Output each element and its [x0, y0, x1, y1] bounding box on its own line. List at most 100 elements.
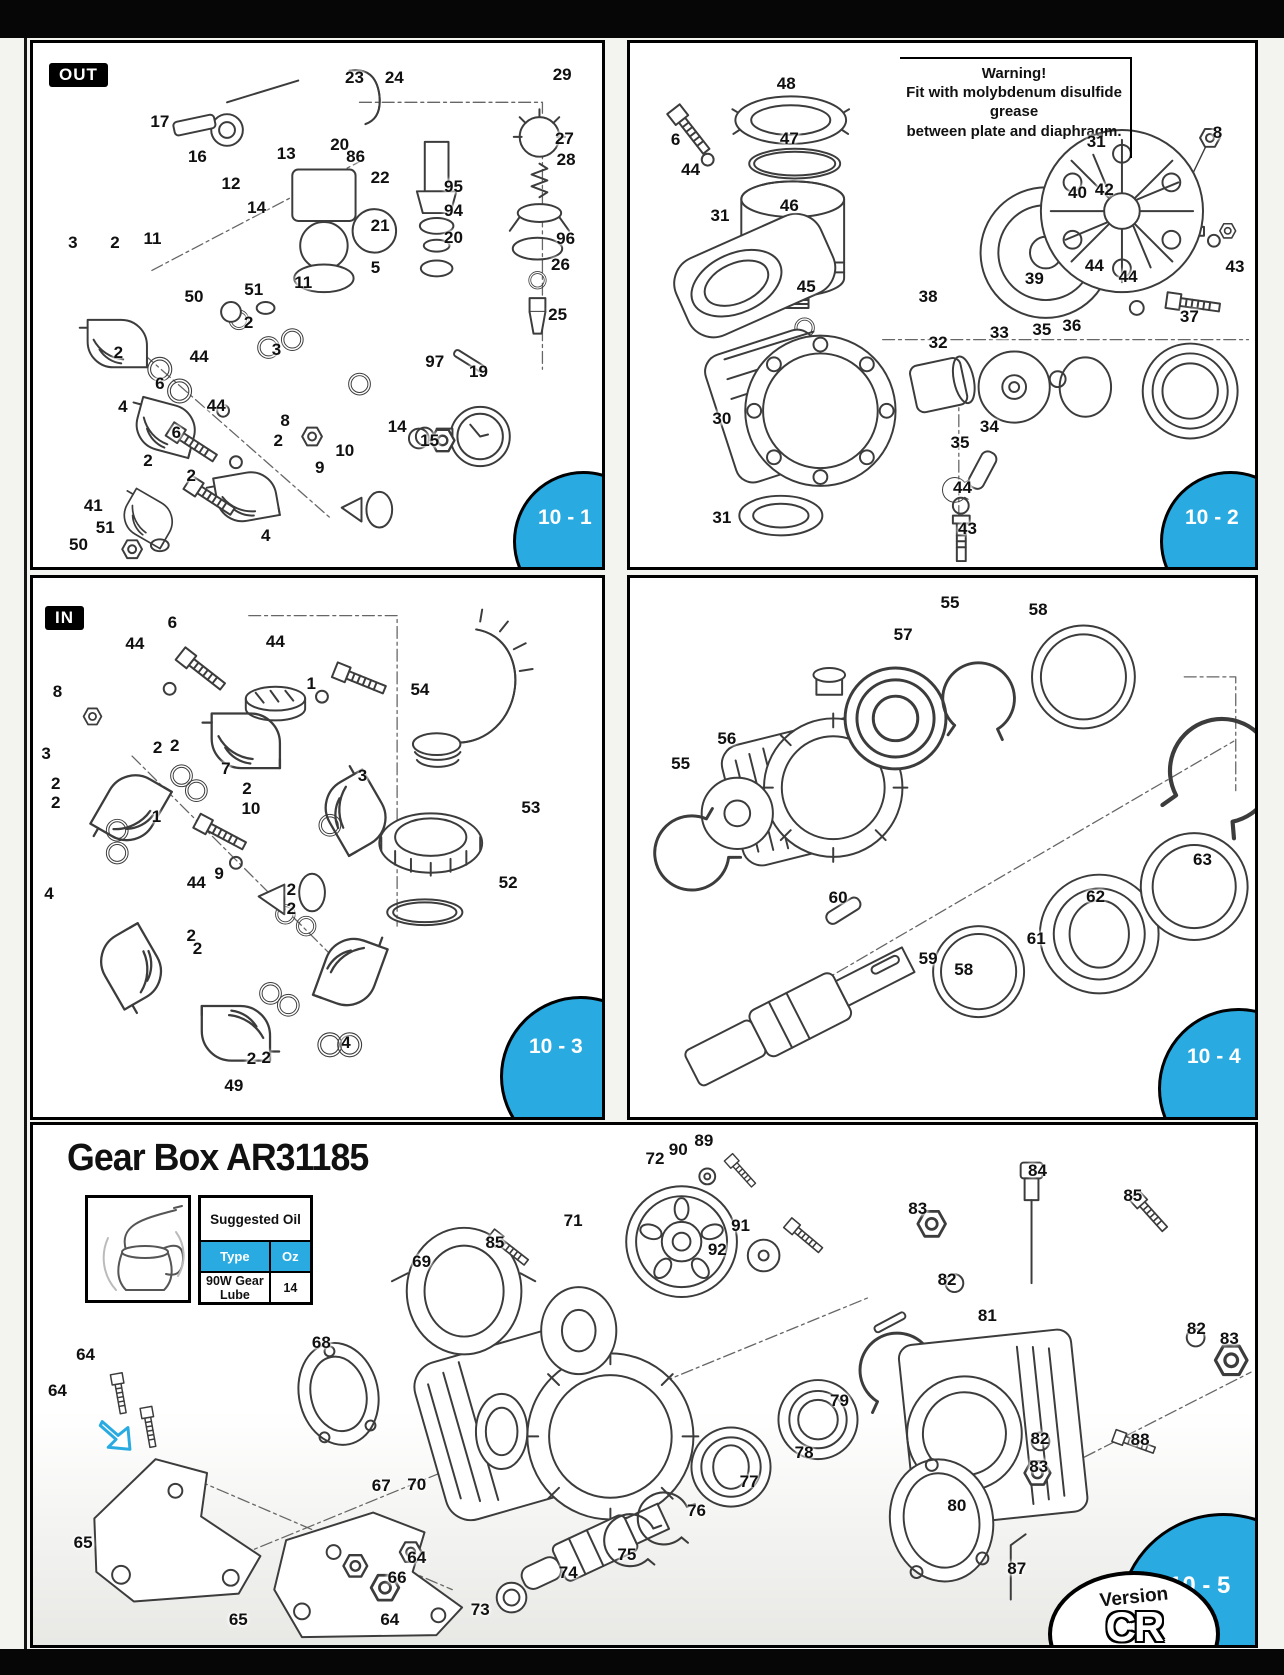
- part-number-label: 59: [918, 948, 938, 968]
- oil-type-value: 90W Gear Lube: [201, 1273, 271, 1302]
- letterbox-bar-top: [0, 0, 1284, 38]
- part-number-label: 95: [444, 176, 463, 196]
- part-number-label: 42: [1094, 180, 1114, 200]
- warning-title: Warning!: [981, 65, 1047, 82]
- part-number-label: 44: [1118, 267, 1138, 287]
- part-number-label: 2: [192, 938, 203, 958]
- part-number-label: 27: [554, 128, 574, 148]
- part-number-label: 87: [1007, 1559, 1027, 1579]
- part-number-label: 49: [224, 1076, 244, 1096]
- part-number-label: 2: [169, 736, 180, 756]
- part-number-label: 33: [989, 322, 1009, 342]
- part-number-label: 58: [1028, 599, 1048, 619]
- oil-can-image-box: [85, 1195, 191, 1303]
- part-number-label: 65: [73, 1533, 93, 1553]
- part-number-label: 76: [687, 1501, 706, 1521]
- part-number-label: 75: [617, 1545, 637, 1565]
- part-number-label: 44: [125, 634, 145, 654]
- part-number-label: 35: [950, 433, 970, 453]
- part-number-label: 30: [712, 408, 732, 428]
- part-number-label: 96: [556, 228, 576, 248]
- part-number-label: 4: [44, 884, 54, 904]
- part-number-label: 10: [241, 798, 261, 818]
- part-number-label: 3: [41, 744, 51, 764]
- part-number-label: 74: [558, 1562, 578, 1582]
- part-number-label: 79: [830, 1390, 849, 1410]
- part-number-label: 72: [645, 1148, 665, 1168]
- part-number-label: 81: [977, 1305, 997, 1325]
- part-number-label: 9: [315, 457, 325, 477]
- gear-box-title: Gear Box AR31185: [67, 1137, 369, 1179]
- part-number-label: 46: [779, 195, 799, 215]
- part-number-label: 43: [1225, 257, 1245, 277]
- part-number-label: 61: [1026, 929, 1046, 949]
- part-number-label: 17: [150, 112, 170, 132]
- panel-gear-box: Gear Box AR31185 Suggested Oil Type Oz: [30, 1122, 1258, 1648]
- part-number-label: 2: [273, 431, 283, 451]
- part-number-label: 23: [345, 67, 364, 87]
- part-number-label: 2: [51, 792, 61, 812]
- part-number-label: 82: [1186, 1318, 1206, 1338]
- part-number-label: 44: [681, 159, 701, 179]
- part-number-label: 32: [928, 332, 948, 352]
- suggested-oil-table: Suggested Oil Type Oz 90W Gear Lube 14: [198, 1195, 313, 1305]
- diaphragm-head-exploded-diagram-illustration: [666, 95, 1250, 563]
- part-number-label: 48: [776, 74, 796, 94]
- part-number-label: 51: [244, 280, 264, 300]
- part-number-label: 78: [794, 1443, 814, 1463]
- part-number-label: 94: [444, 201, 463, 221]
- part-number-label: 90: [668, 1140, 688, 1160]
- part-number-label: 36: [1062, 315, 1082, 335]
- part-number-label: 6: [670, 129, 681, 149]
- part-number-label: 44: [1084, 256, 1104, 276]
- part-number-label: 6: [167, 612, 178, 632]
- part-number-label: 24: [384, 67, 404, 87]
- part-number-label: 8: [280, 410, 290, 430]
- gear-box-exploded-diagram-illustration: [93, 1152, 1252, 1639]
- part-number-label: 9: [214, 864, 224, 884]
- part-number-label: 54: [410, 679, 430, 699]
- oil-can-icon: [102, 1205, 185, 1291]
- part-number-label: 41: [83, 495, 103, 515]
- oil-oz-value: 14: [283, 1280, 298, 1295]
- part-number-label: 2: [261, 1047, 272, 1067]
- part-number-label: 13: [276, 143, 296, 163]
- part-number-label: 3: [271, 339, 282, 359]
- part-number-label: 44: [206, 395, 226, 415]
- part-number-label: 2: [286, 879, 297, 899]
- part-number-label: 34: [979, 416, 999, 436]
- panel-diaphragm-head-assembly: Warning! Fit with molybdenum disulfide g…: [627, 40, 1258, 570]
- part-number-label: 57: [893, 625, 913, 645]
- part-number-label: 56: [717, 729, 737, 749]
- part-number-label: 80: [947, 1495, 967, 1515]
- letterbox-bar-bottom: [0, 1649, 1284, 1675]
- part-number-label: 31: [712, 507, 732, 527]
- part-number-label: 66: [387, 1567, 407, 1587]
- warning-line1: Fit with molybdenum disulfide grease: [906, 84, 1122, 121]
- part-number-label: 70: [407, 1474, 427, 1494]
- part-number-label: 50: [184, 287, 204, 307]
- part-number-label: 60: [828, 887, 848, 907]
- part-number-label: 2: [242, 778, 252, 798]
- part-number-label: 5: [370, 258, 381, 278]
- part-number-label: 2: [110, 232, 120, 252]
- part-number-label: 50: [69, 534, 88, 554]
- part-number-label: 86: [346, 146, 366, 166]
- part-number-label: 2: [243, 312, 254, 332]
- part-number-label: 38: [918, 287, 938, 307]
- part-number-label: 85: [1123, 1186, 1143, 1206]
- part-number-label: 35: [1032, 319, 1052, 339]
- part-number-label: 3: [68, 232, 78, 252]
- part-number-label: 83: [1219, 1328, 1239, 1348]
- part-number-label: 6: [171, 423, 182, 443]
- part-number-label: 39: [1024, 269, 1044, 289]
- part-number-label: 71: [563, 1210, 583, 1230]
- part-number-label: 64: [407, 1548, 427, 1568]
- part-number-label: 16: [187, 146, 207, 166]
- part-number-label: 6: [155, 374, 165, 394]
- part-number-label: 2: [152, 738, 163, 758]
- version-logo-cr: CR: [1105, 1603, 1165, 1648]
- part-number-label: 68: [311, 1333, 331, 1353]
- part-number-label: 2: [186, 925, 196, 945]
